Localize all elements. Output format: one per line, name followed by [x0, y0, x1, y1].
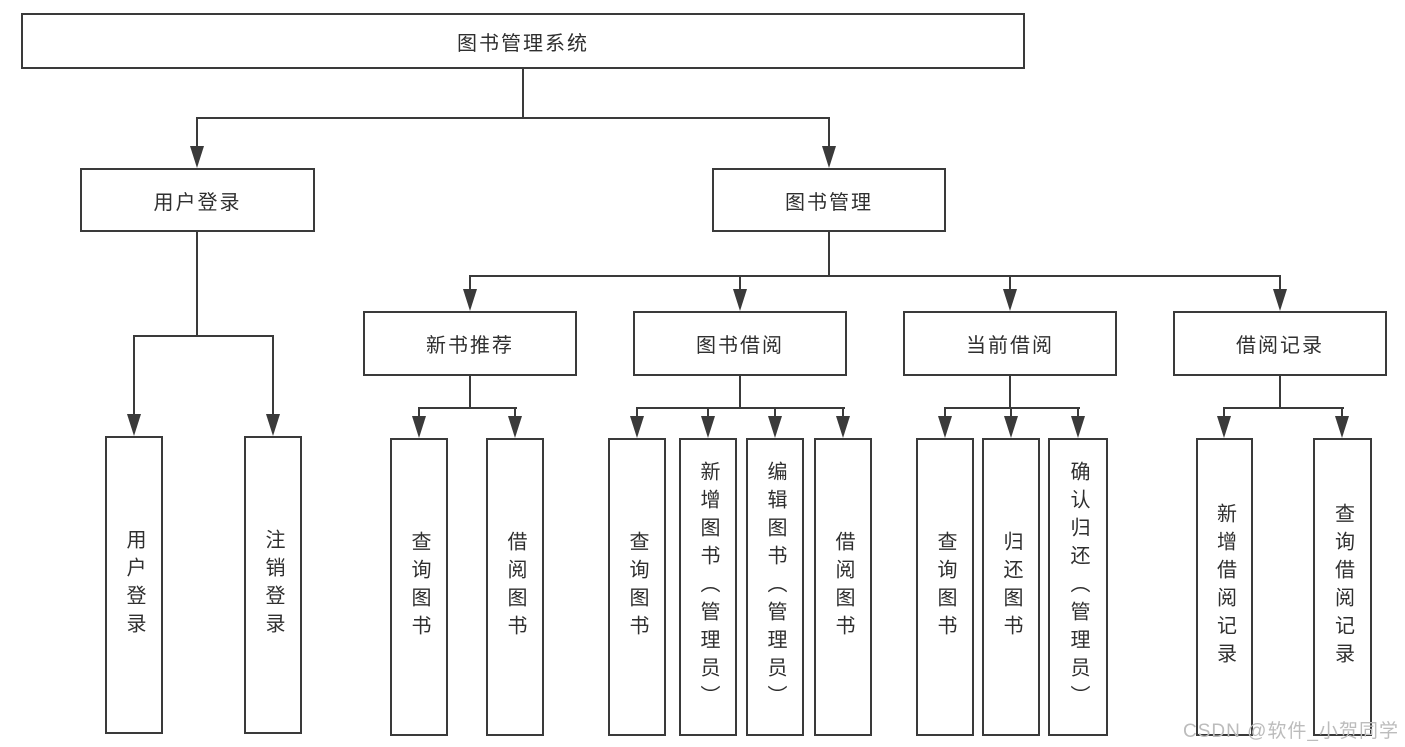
connector-stub	[133, 335, 135, 415]
connector-stem	[196, 232, 198, 336]
connector-stub	[707, 407, 709, 418]
leaf-records-query-record: 查询借阅记录	[1313, 438, 1372, 736]
connector-stub	[469, 275, 471, 290]
connector-stub	[1009, 275, 1011, 290]
node-label: 查询图书	[626, 531, 648, 643]
node-label: 新增借阅记录	[1213, 503, 1236, 671]
leaf-borrowing-edit-books-admin: 编辑图书（管理员）	[746, 438, 804, 736]
arrow-down-icon	[127, 414, 141, 436]
arrow-down-icon	[463, 289, 477, 311]
leaf-records-add-record: 新增借阅记录	[1196, 438, 1253, 736]
connector-stub	[1223, 407, 1225, 418]
node-label: 归还图书	[1000, 531, 1022, 643]
node-label: 借阅图书	[504, 531, 526, 643]
connector-stem	[469, 375, 471, 408]
arrow-down-icon	[701, 416, 715, 438]
node-label: 用户登录	[153, 191, 242, 214]
node-label: 用户登录	[123, 529, 145, 641]
connector-stub	[1279, 275, 1281, 290]
node-new-book-recommend: 新书推荐	[363, 311, 577, 376]
node-label: 查询图书	[934, 531, 956, 643]
connector-branch	[636, 407, 845, 409]
connector-stub	[739, 275, 741, 290]
node-label: 新书推荐	[426, 335, 514, 357]
node-book-management: 图书管理	[712, 168, 946, 232]
leaf-user-login: 用户登录	[105, 436, 163, 734]
node-label: 查询借阅记录	[1331, 503, 1354, 671]
arrow-down-icon	[836, 416, 850, 438]
csdn-watermark: CSDN @软件_小贺同学	[1183, 721, 1399, 742]
leaf-current-return-books: 归还图书	[982, 438, 1040, 736]
leaf-current-query-books: 查询图书	[916, 438, 974, 736]
node-label: 图书管理系统	[457, 32, 589, 55]
connector-branch	[944, 407, 1080, 409]
arrow-down-icon	[1003, 289, 1017, 311]
arrow-down-icon	[1217, 416, 1231, 438]
connector-stub	[842, 407, 844, 418]
connector-stem	[1279, 375, 1281, 408]
leaf-current-confirm-return-admin: 确认归还（管理员）	[1048, 438, 1108, 736]
connector-stub	[514, 407, 516, 418]
connector-stub	[418, 407, 420, 418]
arrow-down-icon	[508, 416, 522, 438]
arrow-down-icon	[768, 416, 782, 438]
connector-stub	[944, 407, 946, 418]
connector-stub	[1077, 407, 1079, 418]
node-current-borrowing: 当前借阅	[903, 311, 1117, 376]
node-label: 注销登录	[262, 529, 284, 641]
connector-stub	[272, 335, 274, 415]
connector-branch	[133, 335, 274, 337]
connector-stub	[828, 117, 830, 148]
connector-stub	[774, 407, 776, 418]
node-label: 当前借阅	[966, 335, 1054, 357]
node-label: 借阅记录	[1236, 335, 1324, 357]
connector-stub	[1010, 407, 1012, 418]
node-label: 借阅图书	[832, 531, 854, 643]
node-label: 新增图书（管理员）	[697, 461, 719, 713]
leaf-recommend-borrow-books: 借阅图书	[486, 438, 544, 736]
connector-stem	[1009, 375, 1011, 408]
arrow-down-icon	[1273, 289, 1287, 311]
arrow-down-icon	[266, 414, 280, 436]
leaf-borrowing-add-books-admin: 新增图书（管理员）	[679, 438, 737, 736]
connector-stem	[739, 375, 741, 408]
connector-stem	[828, 232, 830, 276]
node-label: 图书管理	[785, 191, 873, 214]
arrow-down-icon	[1004, 416, 1018, 438]
arrow-down-icon	[412, 416, 426, 438]
node-book-borrowing: 图书借阅	[633, 311, 847, 376]
connector-branch	[469, 275, 1281, 277]
arrow-down-icon	[938, 416, 952, 438]
leaf-borrowing-query-books: 查询图书	[608, 438, 666, 736]
connector-root-branch	[196, 117, 830, 119]
connector-stub	[196, 117, 198, 148]
node-label: 查询图书	[408, 531, 430, 643]
leaf-logout: 注销登录	[244, 436, 302, 734]
connector-stub	[636, 407, 638, 418]
leaf-borrowing-borrow-books: 借阅图书	[814, 438, 872, 736]
connector-root-stem	[522, 68, 524, 118]
node-user-login-group: 用户登录	[80, 168, 315, 232]
arrow-down-icon	[733, 289, 747, 311]
node-label: 编辑图书（管理员）	[764, 461, 786, 713]
node-borrowing-records: 借阅记录	[1173, 311, 1387, 376]
arrow-down-icon	[1071, 416, 1085, 438]
connector-branch	[418, 407, 517, 409]
node-label: 图书借阅	[696, 335, 784, 357]
connector-stub	[1341, 407, 1343, 418]
arrow-down-icon	[630, 416, 644, 438]
node-library-management-system: 图书管理系统	[21, 13, 1025, 69]
arrow-down-icon	[190, 146, 204, 168]
leaf-recommend-query-books: 查询图书	[390, 438, 448, 736]
connector-branch	[1223, 407, 1344, 409]
node-label: 确认归还（管理员）	[1067, 461, 1089, 713]
arrow-down-icon	[1335, 416, 1349, 438]
arrow-down-icon	[822, 146, 836, 168]
